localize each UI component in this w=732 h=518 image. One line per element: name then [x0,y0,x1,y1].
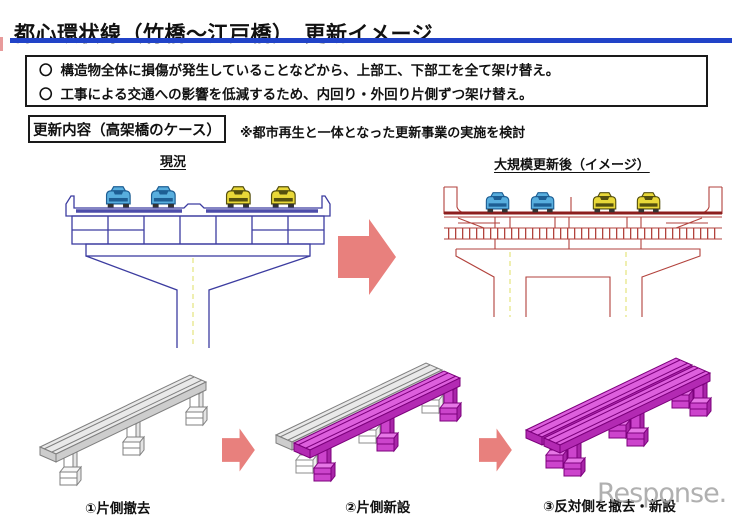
car-blue-icon [151,186,176,208]
step-3-label: ③反対側を撤去・新設 [543,499,676,515]
step-1-label: ①片側撤去 [85,501,151,517]
big-arrow-right-icon [338,219,396,295]
after-label: 大規模更新後（イメージ） [494,158,650,173]
bullet-item: 〇 工事による交通への影響を低減するため、内回り・外回り片側ずつ架け替え。 [39,83,696,107]
overview-box: 〇 構造物全体に損傷が発生していることなどから、上部工、下部工を全て架け替え。 … [25,55,708,107]
bullet-item: 〇 構造物全体に損傷が発生していることなどから、上部工、下部工を全て架け替え。 [39,59,696,83]
section-label-box: 更新内容（高架橋のケース） [28,115,226,143]
step-1-diagram [40,375,207,485]
section-label: 更新内容（高架橋のケース） [33,122,221,139]
small-arrow-right-icon [222,428,255,472]
step-2-diagram [276,363,461,481]
bullet-text: 構造物全体に損傷が発生していることなどから、上部工、下部工を全て架け替え。 [60,63,560,79]
car-blue-icon [531,192,554,213]
pier-centerlines [509,252,627,317]
car-yellow-icon [271,186,296,208]
step-2-label: ②片側新設 [345,500,411,516]
renewed-bridge-cross-section-diagram [443,186,723,317]
car-yellow-icon [637,192,660,213]
bullet-text: 工事による交通への影響を低減するため、内回り・外回り片側ずつ架け替え。 [60,87,533,103]
page-title: 都心環状線（竹橋～江戸橋） 更新イメージ [14,22,434,47]
current-bridge-cross-section-diagram [65,186,331,348]
small-arrow-right-icon [479,428,512,472]
left-edge-mark [0,37,3,51]
car-yellow-icon [593,192,616,213]
title-underline-bar [10,38,732,43]
before-label: 現況 [160,155,187,170]
bullet-marker: 〇 [39,63,53,79]
section-note: ※都市再生と一体となった更新事業の実施を検討 [240,126,526,141]
step-3-diagram [526,358,711,476]
bullet-marker: 〇 [39,87,53,103]
car-blue-icon [486,192,509,213]
car-yellow-icon [226,186,251,208]
car-blue-icon [106,186,131,208]
response-watermark: Response. [597,478,727,509]
